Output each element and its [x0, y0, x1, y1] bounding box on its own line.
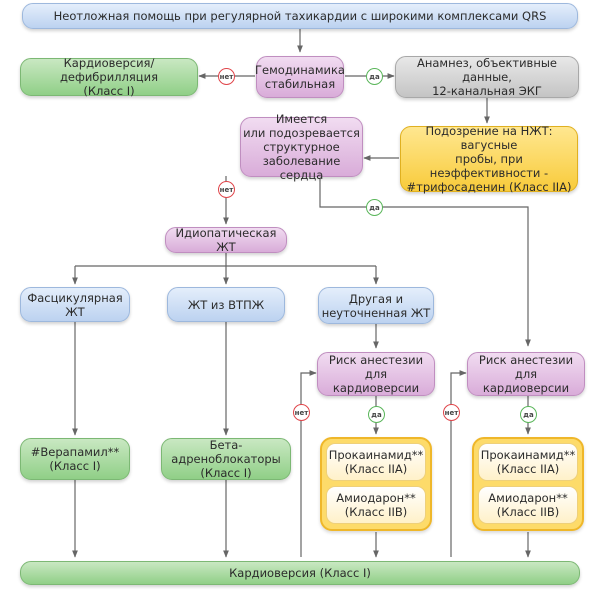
anesthesia-risk-box-1: Риск анестезии для кардиоверсии: [317, 352, 435, 396]
no-badge-risk-1: нет: [293, 404, 310, 421]
yes-badge-risk-1: да: [368, 406, 385, 423]
title-box: Неотложная помощь при регулярной тахикар…: [22, 3, 578, 29]
amiodarone-box-1: Амиодарон** (Класс IIB): [326, 486, 426, 524]
idiopathic-vt-box: Идиопатическая ЖТ: [165, 226, 287, 254]
beta-blockers-box: Бета-адреноблокаторы (Класс I): [161, 438, 291, 480]
no-badge-heart-disease: нет: [218, 181, 235, 198]
yes-badge-hemodynamics: да: [366, 68, 383, 85]
arrow-heart-disease-yes: [319, 178, 531, 347]
hemodynamics-box: Гемодинамика стабильная: [255, 56, 345, 98]
yes-badge-risk-2: да: [520, 406, 537, 423]
anamnesis-box: Анамнез, объективные данные, 12-канальна…: [395, 56, 579, 98]
verapamil-box: #Верапамил** (Класс I): [20, 438, 130, 480]
arrow-risk2-no: [450, 370, 467, 557]
cardioversion-defibrillation-box: Кардиоверсия/дефибрилляция (Класс I): [20, 56, 198, 98]
svt-suspicion-box: Подозрение на НЖТ: вагусные пробы, при н…: [400, 124, 578, 194]
procainamide-box-2: Прокаинамид** (Класс IIA): [478, 443, 578, 481]
other-vt-box: Другая и неуточненная ЖТ: [318, 287, 434, 324]
rvot-vt-box: ЖТ из ВТПЖ: [167, 287, 285, 322]
heart-disease-box: Имеется или подозревается структурное за…: [240, 112, 363, 182]
yes-badge-heart-disease: да: [366, 199, 383, 216]
amiodarone-box-2: Амиодарон** (Класс IIB): [478, 486, 578, 524]
no-badge-hemodynamics: нет: [218, 68, 235, 85]
fascicular-vt-box: Фасцикулярная ЖТ: [20, 287, 130, 322]
arrow-risk1-no: [300, 370, 317, 557]
anesthesia-risk-box-2: Риск анестезии для кардиоверсии: [467, 352, 585, 396]
no-badge-risk-2: нет: [443, 404, 460, 421]
procainamide-box-1: Прокаинамид** (Класс IIA): [326, 443, 426, 481]
cardioversion-bottom-box: Кардиоверсия (Класс I): [20, 561, 580, 585]
